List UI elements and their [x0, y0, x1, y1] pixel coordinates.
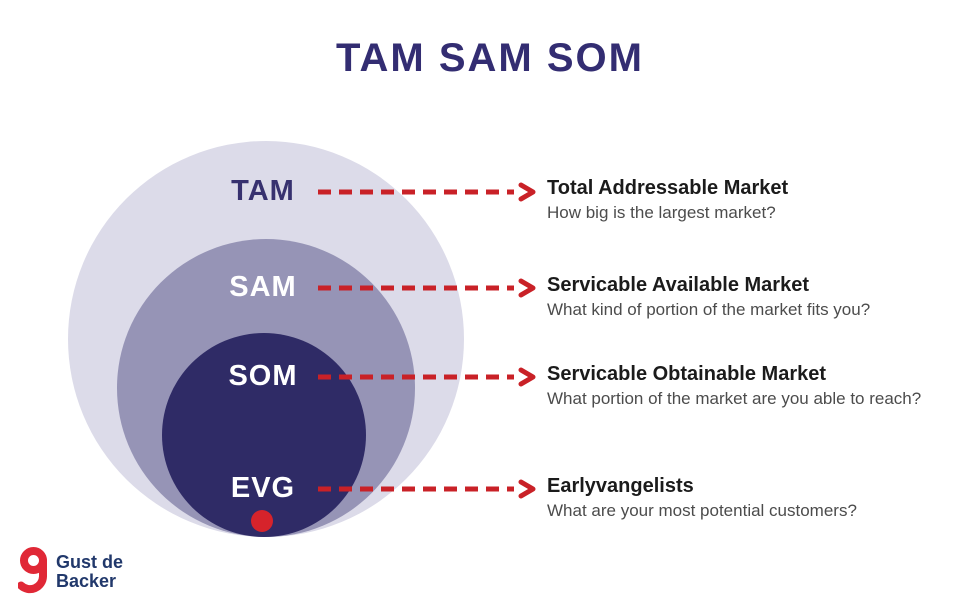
sam-description-row: Servicable Available Market What kind of… [547, 273, 972, 321]
logo-text: Gust de Backer [56, 552, 124, 591]
som-arrow-icon [318, 367, 536, 387]
page-title: TAM SAM SOM [336, 36, 644, 80]
sam-arrow-icon [318, 278, 536, 298]
evg-heading: Earlyvangelists [547, 475, 694, 497]
som-question: What portion of the market are you able … [547, 389, 922, 408]
sam-label: SAM [229, 271, 297, 303]
evg-description-row: Earlyvangelists What are your most poten… [547, 474, 972, 522]
som-circle [162, 333, 366, 537]
evg-label: EVG [230, 472, 296, 504]
tam-heading: Total Addressable Market [547, 177, 789, 199]
logo-g-icon [18, 547, 47, 594]
evg-arrow-icon [318, 479, 536, 499]
som-description-row: Servicable Obtainable Market What portio… [547, 362, 972, 410]
som-label: SOM [228, 360, 298, 392]
brand-logo: Gust de Backer [18, 547, 123, 594]
sam-heading: Servicable Available Market [547, 274, 809, 296]
evg-question: What are your most potential customers? [547, 501, 857, 520]
tam-description-row: Total Addressable Market How big is the … [547, 176, 972, 224]
som-heading: Servicable Obtainable Market [547, 363, 827, 385]
sam-question: What kind of portion of the market fits … [547, 300, 871, 319]
tam-question: How big is the largest market? [547, 203, 776, 222]
evg-dot [251, 510, 273, 532]
tam-arrow-icon [318, 182, 536, 202]
tam-label: TAM [231, 175, 295, 207]
